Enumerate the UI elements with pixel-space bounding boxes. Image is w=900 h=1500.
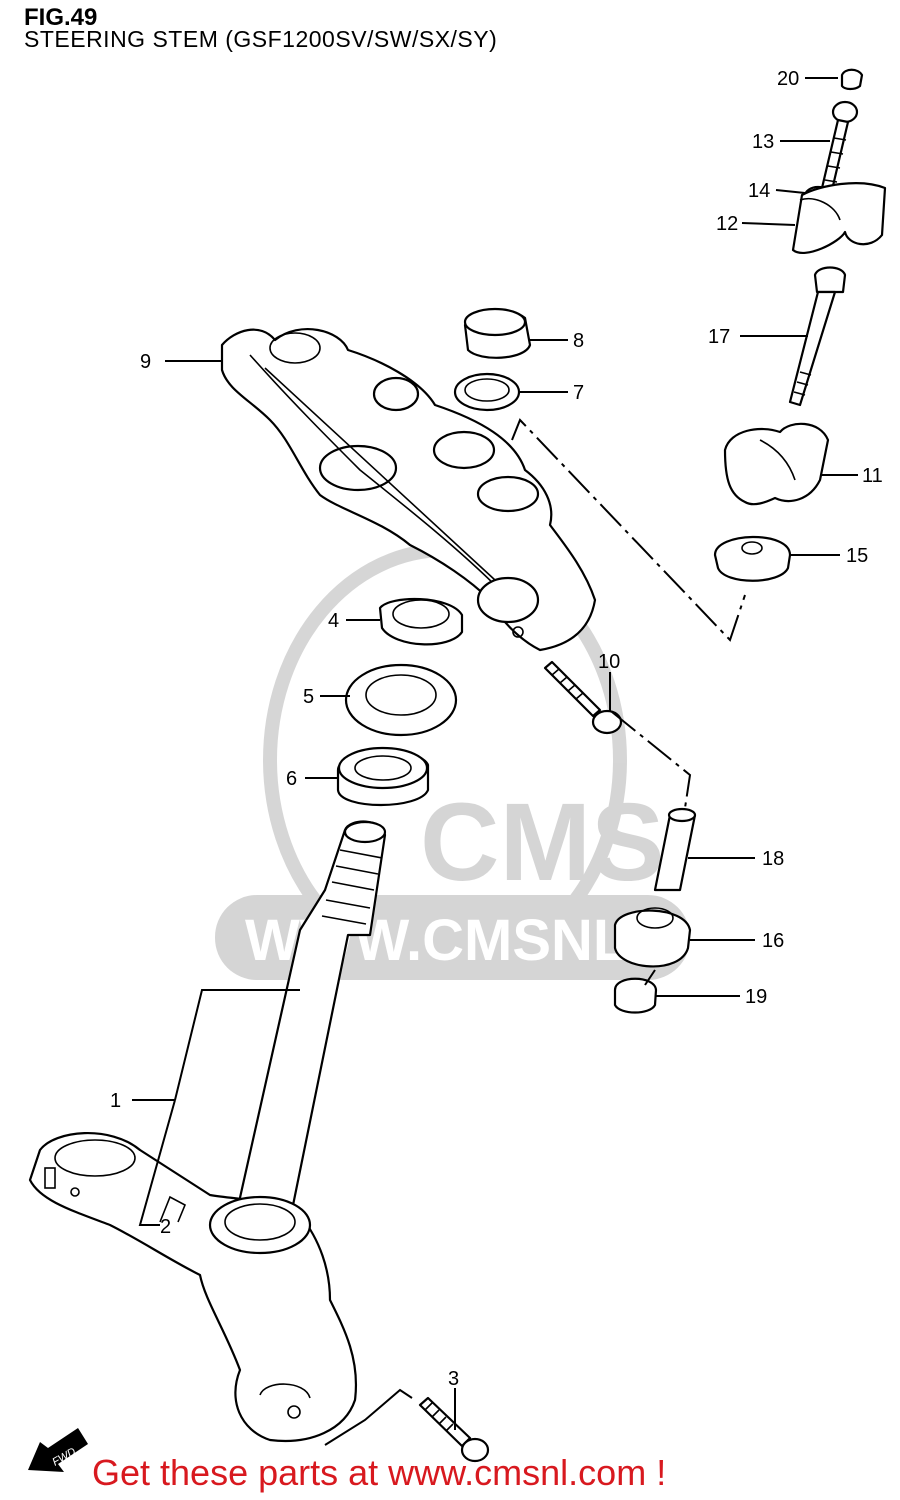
footer-link-text[interactable]: Get these parts at www.cmsnl.com ! <box>92 1452 667 1493</box>
part-4-nut <box>378 597 464 646</box>
callout-12: 12 <box>716 213 738 235</box>
callout-7: 7 <box>573 382 584 404</box>
callout-16: 16 <box>762 930 784 952</box>
callout-4: 4 <box>328 610 339 632</box>
callout-19: 19 <box>745 986 767 1008</box>
part-16-damper <box>613 907 692 968</box>
leader-lines <box>132 77 858 1446</box>
figure-number: FIG.49 <box>24 4 98 31</box>
part-18-spacer <box>653 807 697 892</box>
part-20-cap <box>840 68 864 91</box>
callout-5: 5 <box>303 686 314 708</box>
forward-direction-arrow: FWD <box>28 1428 88 1472</box>
callout-18: 18 <box>762 848 784 870</box>
part-6-bearing <box>336 746 430 807</box>
watermark-logo-text: CMS <box>420 781 664 904</box>
callout-17: 17 <box>708 326 730 348</box>
part-15-damper <box>713 535 792 582</box>
callout-3: 3 <box>448 1368 459 1390</box>
part-2-lower-bearing <box>159 1195 187 1223</box>
callout-15: 15 <box>846 545 868 567</box>
callout-11: 11 <box>862 465 883 487</box>
callout-2: 2 <box>160 1216 171 1238</box>
callout-1: 1 <box>110 1090 121 1112</box>
callout-20: 20 <box>777 68 799 90</box>
figure-subtitle: STEERING STEM (GSF1200SV/SW/SX/SY) <box>24 26 498 52</box>
callout-13: 13 <box>752 131 774 153</box>
part-7-washer <box>453 372 521 412</box>
part-9-upper-bracket <box>220 328 597 652</box>
part-12-handlebar-holder-upper <box>791 182 887 255</box>
callout-14: 14 <box>748 180 770 202</box>
callout-8: 8 <box>573 330 584 352</box>
part-8-cap <box>463 307 532 359</box>
part-5-dust-seal <box>344 663 458 737</box>
part-3-bolt <box>418 1396 490 1463</box>
part-17-bolt <box>788 266 847 407</box>
part-11-handlebar-holder-lower <box>723 422 830 506</box>
part-19-nut <box>613 977 658 1014</box>
callout-9: 9 <box>140 351 151 373</box>
part-1-steering-stem <box>28 820 387 1442</box>
part-10-bolt <box>543 660 623 735</box>
callout-6: 6 <box>286 768 297 790</box>
callout-10: 10 <box>598 651 620 673</box>
part-13-bolt <box>820 100 859 192</box>
callout-numbers: 20 13 14 12 17 11 15 8 7 9 4 5 6 10 18 1… <box>110 68 883 1390</box>
